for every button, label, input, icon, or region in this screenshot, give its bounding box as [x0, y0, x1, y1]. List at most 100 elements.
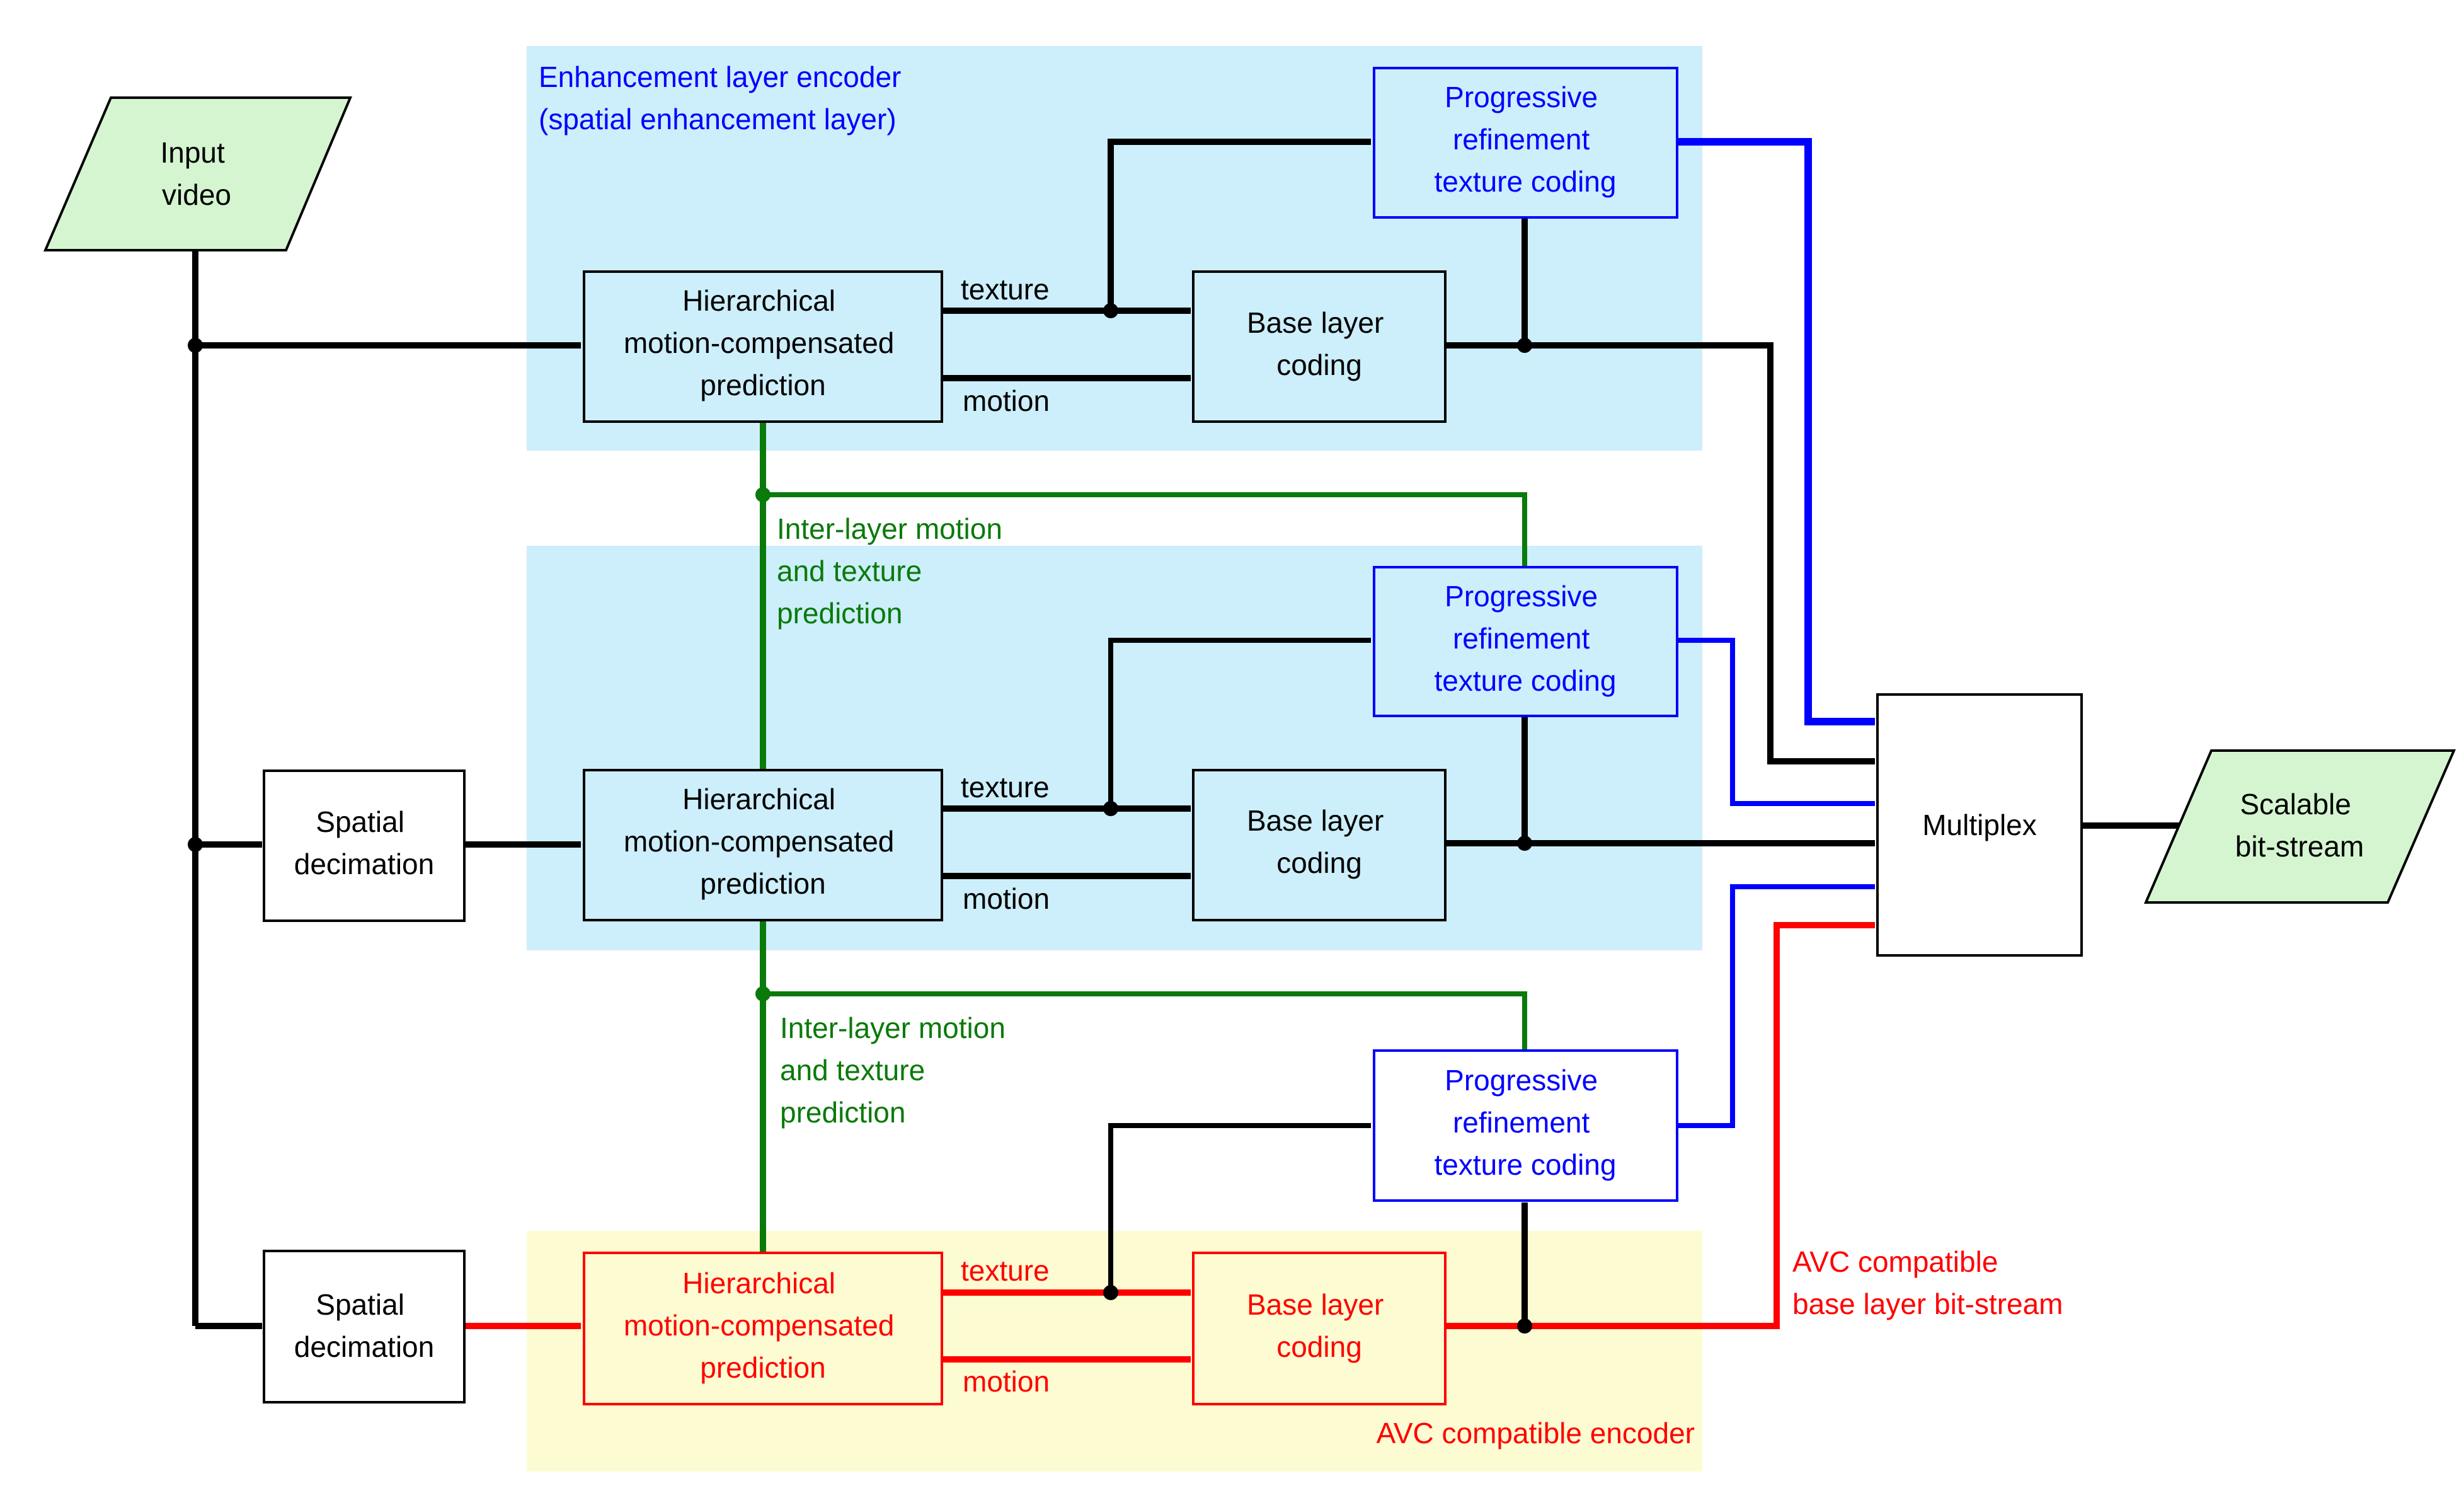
- junction-dot: [1103, 303, 1118, 318]
- bot-blc-out: [1445, 922, 1876, 1329]
- top-prtc-to-multiplex: [1678, 138, 1876, 725]
- spatial-decimation-1-line-2: decimation: [294, 848, 434, 880]
- mid-texture-to-prtc: [1108, 638, 1372, 809]
- blc-bot-line-2: coding: [1276, 1330, 1362, 1363]
- blc-mid-line-2: coding: [1276, 846, 1362, 879]
- hmcp-bot-box: [583, 1252, 943, 1405]
- enhancement-panel-title: Enhancement layer encoder (spatial enhan…: [539, 61, 909, 135]
- enhancement-title-line-1: Enhancement layer encoder: [539, 61, 901, 93]
- scalable-bitstream-line-2: bit-stream: [2235, 830, 2364, 863]
- hmcp-mid-line-2: motion-compensated: [624, 825, 895, 858]
- prtc-top-line-1: Progressive: [1445, 81, 1598, 113]
- spatial-decimation-2-label: Spatial decimation: [294, 1288, 434, 1363]
- prtc-bot-node: Progressive refinement texture coding: [1373, 1049, 1678, 1202]
- junction-dot: [188, 837, 203, 852]
- texture-label-top: texture: [961, 273, 1050, 306]
- hmcp-bot-line-1: Hierarchical: [682, 1267, 835, 1300]
- interlayer-bot-line-2: and texture: [780, 1054, 925, 1086]
- blc-top-line-2: coding: [1276, 349, 1362, 381]
- scalable-bitstream-label: Scalable bit-stream: [2235, 788, 2364, 863]
- prtc-bot-label: Progressive refinement texture coding: [1435, 1064, 1617, 1181]
- hmcp-top-node: Hierarchical motion-compensated predicti…: [583, 270, 943, 423]
- spatial-decimation-2-line-1: Spatial: [316, 1288, 404, 1321]
- spatial-decimation-2-line-2: decimation: [294, 1330, 434, 1363]
- top-blc-out: [1445, 342, 1876, 764]
- interlayer-top-line-2: and texture: [777, 555, 922, 587]
- prtc-top-node: Progressive refinement texture coding: [1373, 67, 1678, 219]
- junction-dot: [1103, 1285, 1118, 1300]
- junction-dot: [1517, 338, 1532, 353]
- hmcp-top-line-1: Hierarchical: [682, 284, 835, 317]
- spatial-decimation-1-line-1: Spatial: [316, 805, 404, 838]
- multiplex-node: Multiplex: [1876, 693, 2083, 957]
- motion-label-bot: motion: [963, 1365, 1050, 1398]
- input-video-shape: [43, 96, 353, 251]
- junction-dot: [755, 487, 771, 502]
- motion-label-top: motion: [963, 384, 1050, 417]
- junction-dot: [1517, 1318, 1532, 1334]
- blc-mid-line-1: Base layer: [1247, 804, 1384, 837]
- input-video-line-2: video: [162, 178, 231, 211]
- input-video-line-1: Input: [160, 136, 225, 169]
- junction-dots: [188, 303, 1532, 1334]
- hmcp-mid-line-1: Hierarchical: [682, 783, 835, 816]
- bot-texture-to-prtc: [1108, 1123, 1372, 1293]
- blc-mid-box: [1192, 769, 1447, 921]
- scalable-bitstream-node: Scalable bit-stream: [2143, 749, 2456, 904]
- junction-dot: [1103, 801, 1118, 816]
- blc-top-label: Base layer coding: [1247, 306, 1392, 381]
- hmcp-top-line-2: motion-compensated: [624, 326, 895, 359]
- interlayer-label-bot: Inter-layer motion and texture predictio…: [780, 1011, 1014, 1129]
- blc-top-node: Base layer coding: [1192, 270, 1447, 423]
- hmcp-mid-node: Hierarchical motion-compensated predicti…: [583, 769, 943, 921]
- prtc-bot-line-2: refinement: [1453, 1106, 1590, 1139]
- blc-top-box: [1192, 270, 1447, 423]
- prtc-bot-box: [1373, 1049, 1678, 1202]
- avc-bitstream-line-1: AVC compatible: [1792, 1245, 1998, 1278]
- interlayer-top-line-3: prediction: [777, 597, 902, 630]
- prtc-bot-line-1: Progressive: [1445, 1064, 1598, 1097]
- avc-bitstream-line-2: base layer bit-stream: [1792, 1288, 2063, 1320]
- blc-bot-label: Base layer coding: [1247, 1288, 1392, 1363]
- avc-encoder-title: AVC compatible encoder: [1377, 1417, 1695, 1449]
- prtc-mid-node: Progressive refinement texture coding: [1373, 566, 1678, 717]
- prtc-mid-line-2: refinement: [1453, 622, 1590, 655]
- blc-bot-node: Base layer coding: [1192, 1252, 1447, 1405]
- enhancement-title-line-2: (spatial enhancement layer): [539, 103, 897, 135]
- blc-bot-line-1: Base layer: [1247, 1288, 1384, 1321]
- blc-mid-label: Base layer coding: [1247, 804, 1392, 879]
- avc-bitstream-label: AVC compatible base layer bit-stream: [1792, 1245, 2063, 1320]
- top-texture-to-prtc: [1108, 139, 1372, 311]
- prtc-mid-line-1: Progressive: [1445, 580, 1598, 613]
- input-video-node: Input video: [43, 96, 353, 251]
- hmcp-top-box: [583, 270, 943, 423]
- scalable-bitstream-shape: [2143, 749, 2456, 904]
- hmcp-bot-line-3: prediction: [700, 1351, 825, 1384]
- hmcp-top-line-3: prediction: [700, 369, 825, 401]
- mid-prtc-to-multiplex: [1678, 638, 1876, 806]
- blc-mid-node: Base layer coding: [1192, 769, 1447, 921]
- junction-dot: [1517, 836, 1532, 851]
- texture-label-mid: texture: [961, 771, 1050, 804]
- spatial-decimation-2-node: Spatial decimation: [263, 1250, 466, 1403]
- prtc-bot-line-3: texture coding: [1435, 1148, 1617, 1181]
- junction-dot: [755, 986, 771, 1001]
- blc-top-line-1: Base layer: [1247, 306, 1384, 339]
- prtc-mid-box: [1373, 566, 1678, 717]
- hmcp-bot-label: Hierarchical motion-compensated predicti…: [624, 1267, 902, 1384]
- blc-bot-box: [1192, 1252, 1447, 1405]
- interlayer-bot-line-1: Inter-layer motion: [780, 1011, 1006, 1044]
- hmcp-mid-line-3: prediction: [700, 867, 825, 900]
- multiplex-box: [1876, 693, 2083, 957]
- prtc-mid-label: Progressive refinement texture coding: [1435, 580, 1617, 697]
- texture-label-bot: texture: [961, 1254, 1050, 1287]
- junction-dot: [188, 338, 203, 353]
- spatial-decimation-1-box: [263, 769, 466, 922]
- hmcp-top-label: Hierarchical motion-compensated predicti…: [624, 284, 902, 401]
- hmcp-bot-node: Hierarchical motion-compensated predicti…: [583, 1252, 943, 1405]
- prtc-top-box: [1373, 67, 1678, 219]
- prtc-top-line-3: texture coding: [1435, 165, 1617, 198]
- multiplex-label: Multiplex: [1922, 809, 2037, 841]
- prtc-top-label: Progressive refinement texture coding: [1435, 81, 1617, 198]
